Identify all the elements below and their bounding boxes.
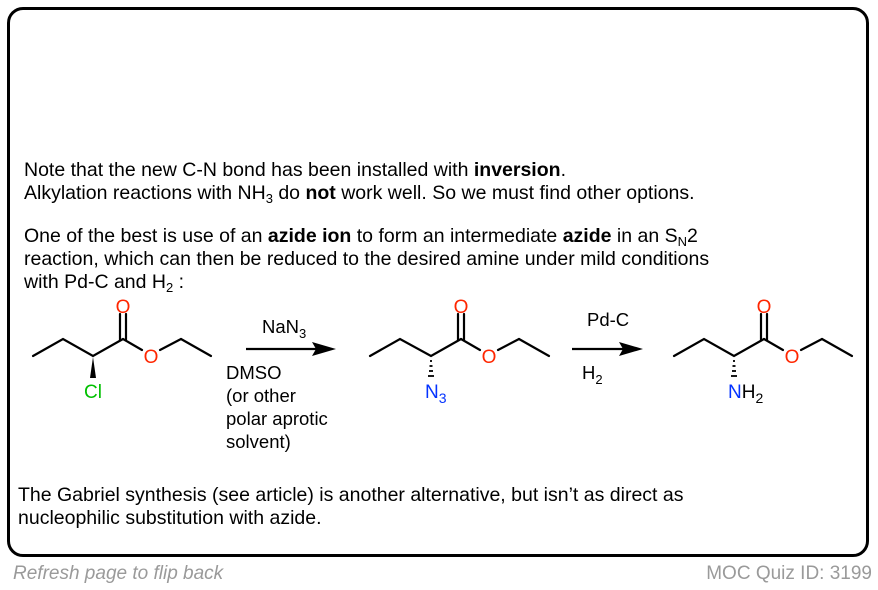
arrow-2-head [619, 342, 643, 356]
ethyl-bond [179, 337, 213, 358]
ester-bond-right [799, 337, 824, 352]
azide-line-2: reaction, which can then be reduced to t… [24, 248, 710, 270]
carbon-chain [672, 337, 766, 358]
flashcard-back [7, 7, 869, 557]
azide-emphasis: azide [562, 225, 612, 247]
ester-bond-right [158, 337, 183, 352]
azide-line-1: One of the best is use of an azide ion t… [24, 225, 698, 249]
carbonyl-oxygen-3: O [757, 297, 772, 318]
reagent-h2: H2 [582, 362, 603, 387]
carbon-chain [31, 337, 125, 358]
gabriel-paragraph: The Gabriel synthesis (see article) is a… [18, 484, 683, 530]
note-paragraph: Note that the new C-N bond has been inst… [24, 159, 695, 205]
azide-ion-emphasis: azide ion [267, 225, 352, 247]
carbonyl-oxygen-1: O [116, 297, 131, 318]
quiz-id: MOC Quiz ID: 3199 [706, 563, 872, 584]
azide-line-3: with Pd-C and H2 : [24, 271, 185, 295]
solvent-line-3: polar aprotic [226, 408, 328, 429]
arrow-1-head [312, 342, 336, 356]
arrow-1 [246, 342, 336, 356]
flip-back-hint: Refresh page to flip back [13, 563, 224, 584]
carbon-chain [368, 337, 463, 358]
azide-paragraph: One of the best is use of an azide ion t… [24, 225, 709, 294]
azide-label: N3 [425, 382, 447, 406]
molecule-amino-ester [672, 312, 854, 358]
reagent-nan3: NaN3 [262, 316, 306, 341]
inversion-emphasis: inversion [473, 159, 561, 181]
ethyl-bond [820, 337, 854, 358]
note-line-2: Alkylation reactions with NH3 do not wor… [24, 182, 695, 206]
amine-label: NH2 [728, 382, 763, 406]
ester-bond-right [496, 337, 521, 352]
catalyst-pdc: Pd-C [587, 309, 629, 330]
carbonyl-oxygen-2: O [454, 297, 469, 318]
solvent-line-2: (or other [226, 385, 296, 406]
chlorine-label: Cl [84, 382, 102, 403]
not-emphasis: not [305, 182, 336, 204]
gabriel-line-2: nucleophilic substitution with azide. [18, 507, 322, 529]
hash-bond-2 [428, 360, 434, 377]
ester-oxygen-2: O [482, 347, 497, 368]
hash-bond-3 [731, 360, 737, 377]
note-line-1: Note that the new C-N bond has been inst… [24, 159, 566, 181]
solvent-line-4: solvent) [226, 431, 291, 452]
molecule-chloro-ester [31, 312, 213, 378]
solvent-line-1: DMSO [226, 362, 282, 383]
arrow-2 [572, 342, 643, 356]
ester-oxygen-3: O [785, 347, 800, 368]
ethyl-bond [517, 337, 551, 358]
ester-oxygen-1: O [144, 347, 159, 368]
wedge-bond [90, 357, 96, 378]
gabriel-line-1: The Gabriel synthesis (see article) is a… [18, 484, 684, 506]
molecule-azido-ester [368, 312, 551, 358]
